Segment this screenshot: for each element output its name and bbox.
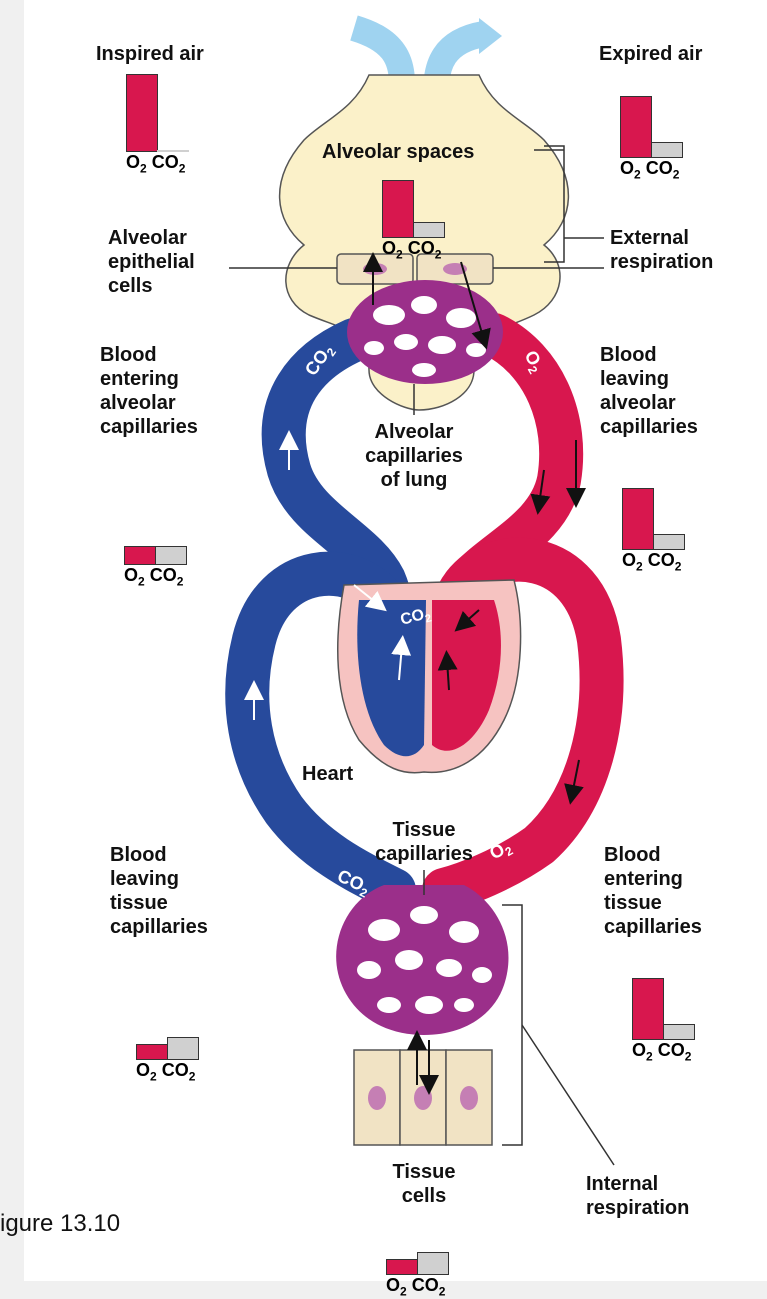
gauge-blood-leaving-alveolar: O2 CO2 (622, 470, 681, 574)
gauge-gas-labels: O2 CO2 (386, 1275, 445, 1299)
co2-gas-label: CO (653, 1040, 685, 1060)
figure-caption: igure 13.10 (0, 1210, 120, 1238)
gauge-bars (382, 158, 441, 238)
co2-level-bar (155, 546, 187, 566)
alveolar-epithelial-cells-label: Alveolar epithelial cells (108, 226, 195, 298)
blood-entering-tissue-label: Blood entering tissue capillaries (604, 843, 702, 939)
o2-level-bar (382, 180, 414, 239)
co2-gas-label: CO (403, 238, 435, 258)
co2-gas-label: CO (147, 152, 179, 172)
co2-level-bar (653, 534, 685, 550)
gauge-bars (632, 960, 691, 1040)
gauge-gas-labels: O2 CO2 (622, 550, 681, 574)
co2-gas-label: CO (643, 550, 675, 570)
gauge-bars (126, 72, 185, 152)
expired-air-label: Expired air (599, 42, 702, 66)
o2-gas-label: O (136, 1060, 150, 1080)
gauge-gas-labels: O2 CO2 (124, 565, 183, 589)
gauge-gas-labels: O2 CO2 (632, 1040, 691, 1064)
internal-respiration-label: Internal respiration (586, 1172, 689, 1220)
o2-gas-label: O (124, 565, 138, 585)
o2-level-bar (632, 978, 664, 1040)
co2-gas-label: CO (407, 1275, 439, 1295)
o2-level-bar (620, 96, 652, 158)
gauge-gas-labels: O2 CO2 (620, 158, 679, 182)
o2-gas-label: O (126, 152, 140, 172)
tissue-capillaries-label: Tissue capillaries (354, 818, 494, 866)
expired-air-arrowhead (479, 18, 502, 54)
co2-level-bar (413, 222, 445, 238)
gauge-blood-entering-alveolar: O2 CO2 (124, 485, 183, 589)
alveolar-capillaries-label: Alveolar capillaries of lung (344, 420, 484, 492)
co2-level-bar (417, 1252, 449, 1275)
o2-level-bar (386, 1259, 418, 1275)
blood-leaving-tissue-label: Blood leaving tissue capillaries (110, 843, 208, 939)
external-respiration-label: External respiration (610, 226, 713, 274)
o2-gas-label: O (632, 1040, 646, 1060)
heart-label: Heart (302, 762, 353, 786)
co2-gas-label: CO (641, 158, 673, 178)
o2-gas-label: O (386, 1275, 400, 1295)
gauge-blood-leaving-tissue: O2 CO2 (136, 980, 195, 1084)
gauge-tissue-cells: O2 CO2 (386, 1195, 445, 1299)
gauge-bars (136, 980, 195, 1060)
blood-leaving-alveolar-label: Blood leaving alveolar capillaries (600, 343, 698, 439)
co2-level-bar (167, 1037, 199, 1060)
gauge-bars (124, 485, 183, 565)
inspired-air-label: Inspired air (96, 42, 204, 66)
internal-respiration-leader (522, 1025, 614, 1165)
o2-level-bar (126, 74, 158, 152)
co2-gas-label: CO (145, 565, 177, 585)
o2-level-bar (136, 1044, 168, 1060)
o2-level-bar (124, 546, 156, 566)
diagram-stage: CO2 O2 CO2 CO2 O2 Inspired air Expired a… (24, 0, 767, 1281)
gauge-alveolar-spaces: O2 CO2 (382, 158, 441, 262)
o2-gas-label: O (382, 238, 396, 258)
o2-gas-label: O (622, 550, 636, 570)
o2-level-bar (622, 488, 654, 550)
epithelial-nucleus-left (363, 263, 387, 275)
gauge-expired: O2 CO2 (620, 78, 679, 182)
co2-level-bar (663, 1024, 695, 1040)
gauge-bars (622, 470, 681, 550)
gauge-bars (620, 78, 679, 158)
gauge-inspired: O2 CO2 (126, 72, 185, 176)
gauge-gas-labels: O2 CO2 (382, 238, 441, 262)
gauge-gas-labels: O2 CO2 (126, 152, 185, 176)
gauge-gas-labels: O2 CO2 (136, 1060, 195, 1084)
gauge-blood-entering-tissue: O2 CO2 (632, 960, 691, 1064)
co2-level-bar (157, 150, 189, 152)
co2-level-bar (651, 142, 683, 158)
co2-gas-label: CO (157, 1060, 189, 1080)
blood-entering-alveolar-label: Blood entering alveolar capillaries (100, 343, 198, 439)
o2-gas-label: O (620, 158, 634, 178)
gauge-bars (386, 1195, 445, 1275)
